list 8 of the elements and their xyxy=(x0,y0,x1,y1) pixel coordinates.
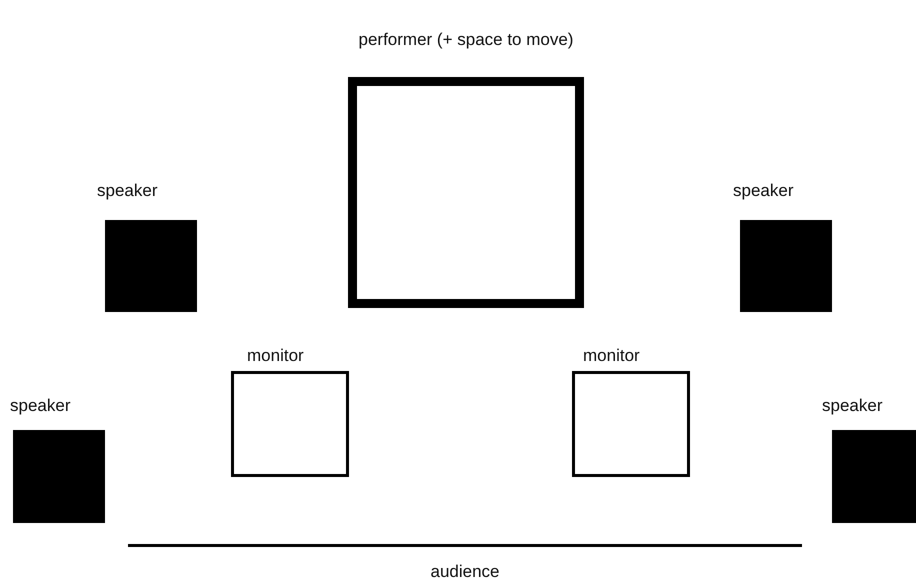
area-label: speaker xyxy=(10,396,70,416)
audience-label: audience xyxy=(429,562,500,582)
area-label: monitor xyxy=(583,346,640,366)
area-label: speaker xyxy=(822,396,882,416)
area-label: speaker xyxy=(733,181,794,201)
area-label: speaker xyxy=(97,181,158,201)
area-label: monitor xyxy=(247,346,304,366)
area-label: performer (+ space to move) xyxy=(358,30,574,50)
